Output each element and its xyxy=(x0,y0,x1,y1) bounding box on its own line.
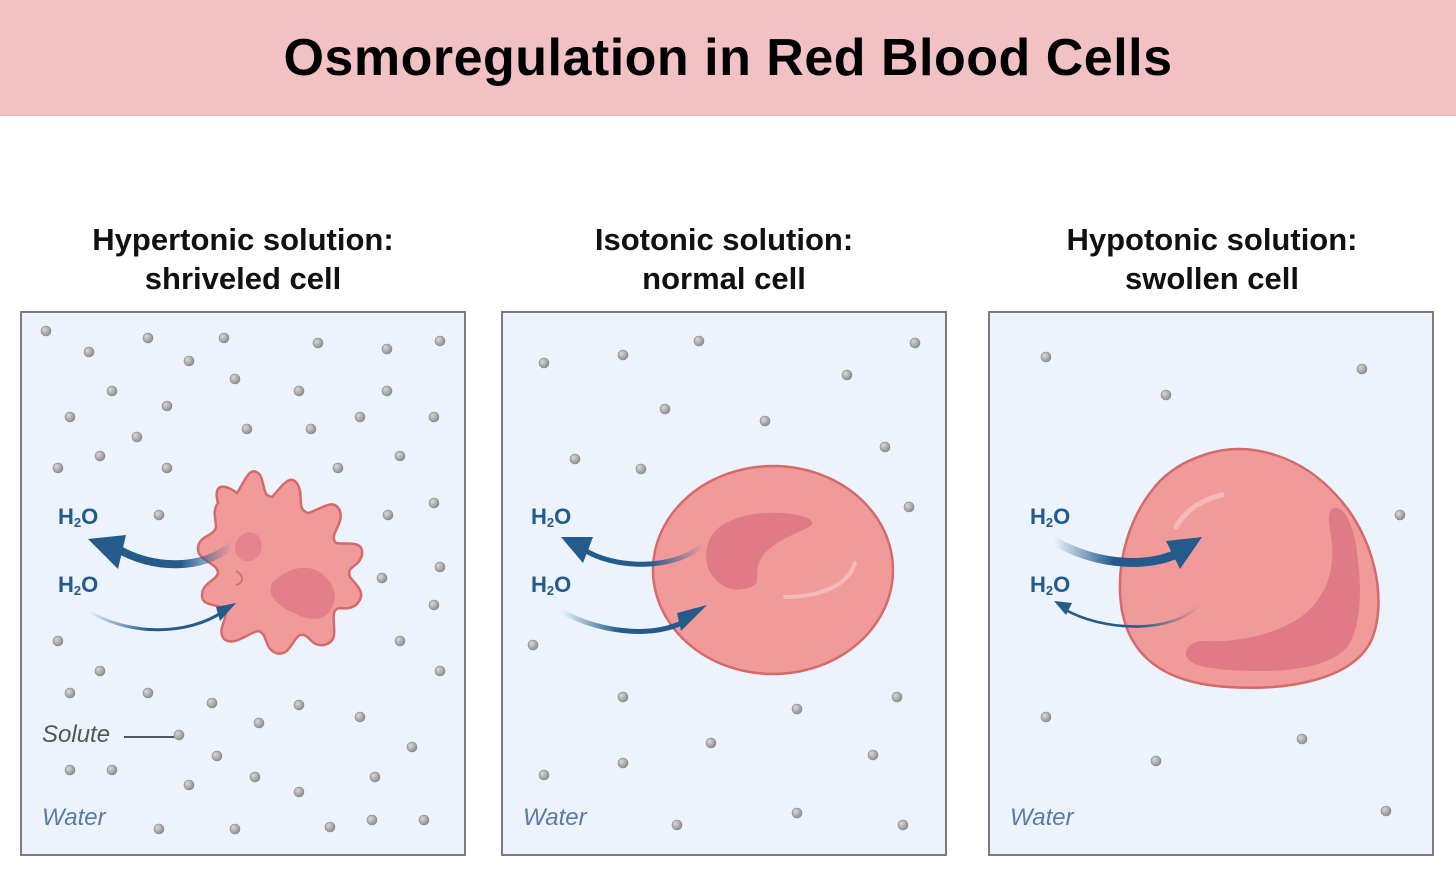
shriveled-cell xyxy=(196,470,364,655)
heading-hypertonic: Hypertonic solution: shriveled cell xyxy=(23,220,463,298)
water-out-arrowhead xyxy=(88,535,126,569)
hypotonic-illustration xyxy=(1040,351,1406,817)
hypertonic-illustration xyxy=(40,325,446,835)
heading-hypotonic-line2: swollen cell xyxy=(1124,261,1299,296)
water-in-arrowhead xyxy=(216,603,236,621)
panel-hypotonic: H2O H2O Water xyxy=(988,311,1434,856)
h2o-out-label: H2O xyxy=(531,504,572,530)
solute-particles xyxy=(1040,351,1406,817)
heading-hypotonic: Hypotonic solution: swollen cell xyxy=(992,220,1432,298)
h2o-in-label: H2O xyxy=(58,572,99,598)
normal-cell xyxy=(651,464,895,676)
water-in-arrowhead xyxy=(1166,537,1202,569)
heading-hypertonic-line2: shriveled cell xyxy=(144,261,342,296)
title-bar: Osmoregulation in Red Blood Cells xyxy=(0,0,1456,116)
solute-particles xyxy=(527,335,921,831)
panel-isotonic: H2O H2O Water xyxy=(501,311,947,856)
solute-particles xyxy=(40,325,446,835)
water-out-arrowhead xyxy=(561,537,593,563)
heading-isotonic-line2: normal cell xyxy=(642,261,806,296)
h2o-out-label: H2O xyxy=(58,504,99,530)
water-out-arrow xyxy=(114,541,236,569)
water-out-arrow xyxy=(580,542,706,567)
solute-label: Solute xyxy=(42,721,111,748)
heading-isotonic: Isotonic solution: normal cell xyxy=(504,220,944,298)
water-in-arrow xyxy=(86,609,226,632)
panel-hypertonic: H2O H2O Solute Water xyxy=(20,311,466,856)
water-out-arrow xyxy=(1062,603,1202,628)
water-label: Water xyxy=(523,804,587,831)
water-out-arrowhead xyxy=(1054,601,1072,615)
h2o-in-label: H2O xyxy=(531,572,572,598)
h2o-out-label: H2O xyxy=(1030,572,1071,598)
heading-hypotonic-line1: Hypotonic solution: xyxy=(1066,222,1358,257)
heading-isotonic-line1: Isotonic solution: xyxy=(594,222,854,257)
swollen-cell xyxy=(1118,447,1380,689)
isotonic-illustration xyxy=(527,335,921,831)
water-label: Water xyxy=(1010,804,1074,831)
water-label: Water xyxy=(42,804,106,831)
heading-hypertonic-line1: Hypertonic solution: xyxy=(92,222,394,257)
water-in-arrowhead xyxy=(677,605,707,631)
page-title: Osmoregulation in Red Blood Cells xyxy=(283,28,1173,87)
h2o-in-label: H2O xyxy=(1030,504,1071,530)
